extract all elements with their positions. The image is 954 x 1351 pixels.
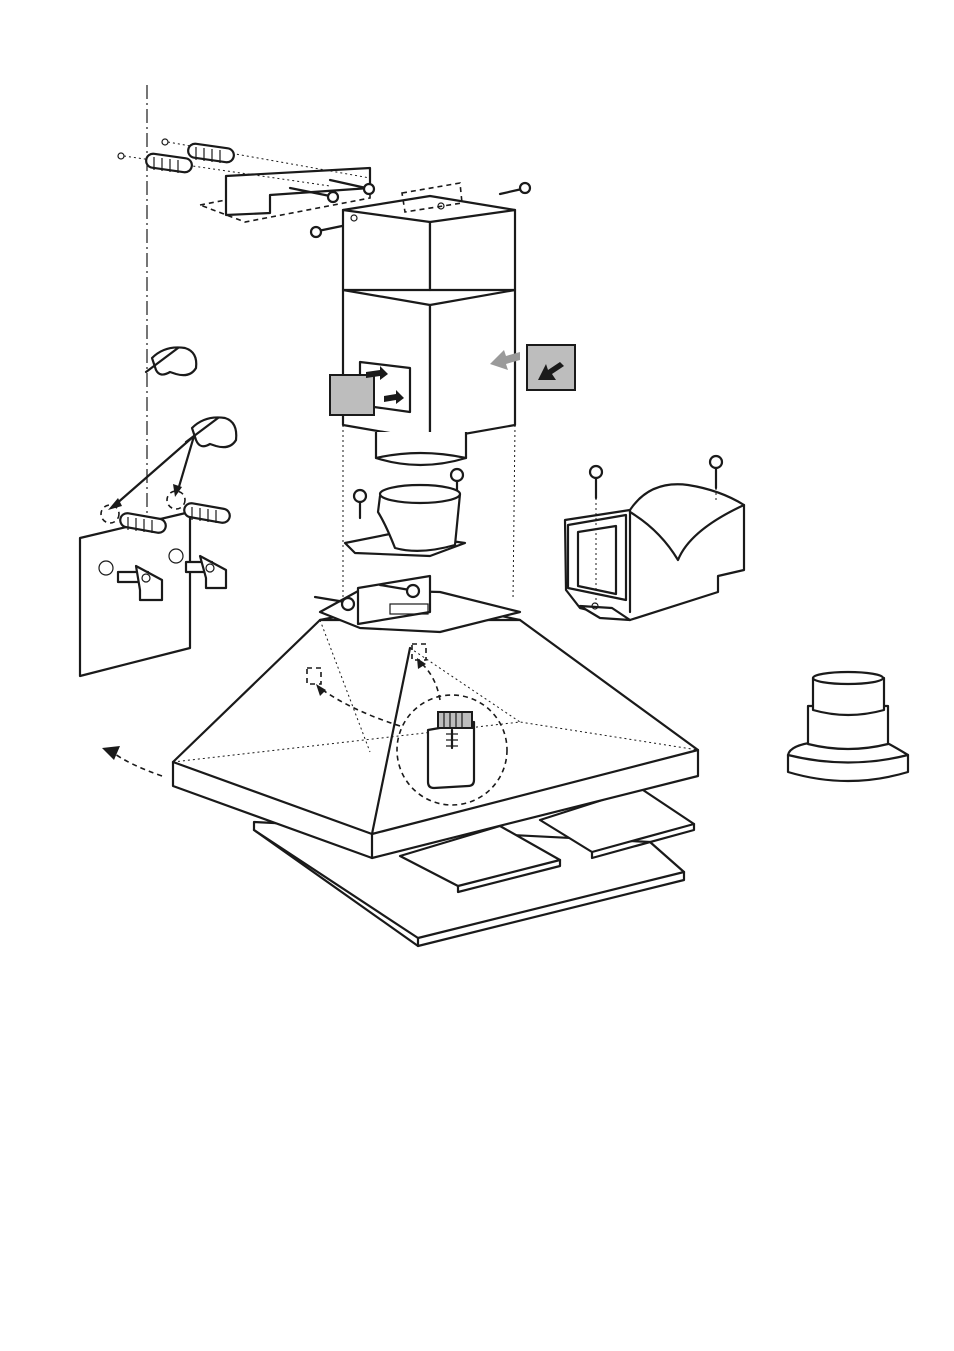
wall-bracket	[226, 168, 370, 215]
side-panel-block	[527, 345, 575, 390]
screw-icon	[590, 466, 602, 498]
panel-insert-block	[330, 375, 374, 415]
screw-icon	[710, 456, 722, 488]
drill-point-icon	[118, 153, 124, 159]
deflector-outlet	[565, 456, 744, 620]
round-reducer	[788, 672, 908, 781]
air-outlet-adapter	[345, 469, 465, 556]
support-bracket-icon	[186, 556, 226, 588]
hand-marking-icon	[186, 417, 236, 447]
wall-plug-icon	[145, 153, 193, 173]
screw-icon	[311, 226, 342, 237]
drill-point-icon	[162, 139, 168, 145]
wall-plug-icon	[187, 143, 235, 163]
hand-marking-icon	[146, 347, 196, 375]
screw-icon	[354, 490, 366, 518]
wall-section	[80, 512, 190, 676]
screw-icon	[500, 183, 530, 194]
